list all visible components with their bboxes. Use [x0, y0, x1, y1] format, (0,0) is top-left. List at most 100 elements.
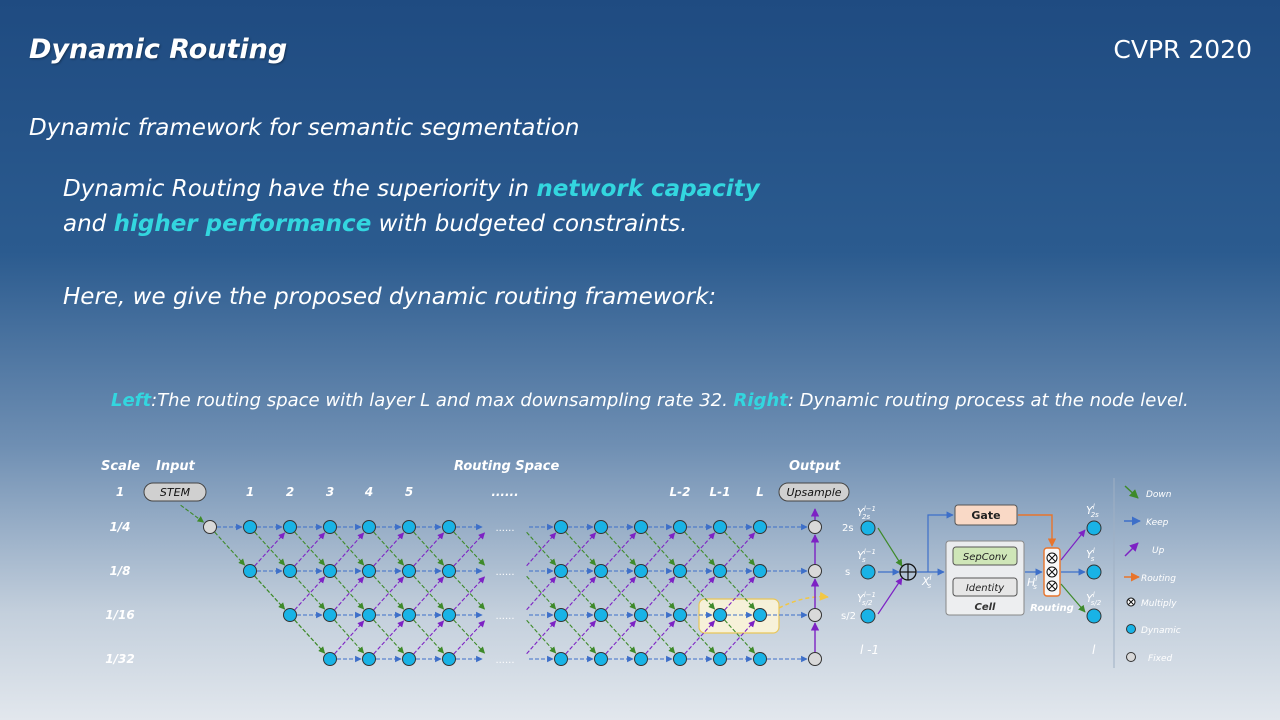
layer-label: 4 [364, 485, 373, 499]
upsample-label: Upsample [786, 486, 841, 499]
dynamic-node [243, 564, 257, 578]
prev-node-s-half [860, 608, 876, 624]
dynamic-node [402, 652, 416, 666]
dynamic-node [634, 608, 648, 622]
gate-label: Gate [971, 509, 1000, 522]
input-fixed-node [203, 520, 217, 534]
down-arrow [565, 575, 597, 610]
legend-fixed-label: Fixed [1148, 654, 1173, 664]
down-arrow [684, 531, 716, 566]
legend-up-label: Up [1152, 546, 1165, 556]
layer-label: L [756, 485, 764, 499]
output-fixed-node [808, 564, 822, 578]
right-up-arrow [877, 577, 903, 615]
down-arrow [645, 575, 676, 610]
dynamic-node [713, 652, 727, 666]
stem-label: STEM [160, 486, 191, 499]
up-arrow [413, 576, 445, 611]
up-arrow [373, 620, 405, 655]
dynamic-node [362, 564, 376, 578]
up-arrow [565, 576, 597, 611]
down-arrow [724, 531, 756, 566]
up-arrow [453, 620, 485, 655]
up-arrow [605, 620, 637, 655]
dynamic-node [673, 564, 687, 578]
legend-routing-label: Routing [1141, 574, 1176, 584]
gate-routing-arrow [1018, 514, 1057, 547]
dynamic-node [283, 520, 297, 534]
legend-dynamic-label: Dynamic [1141, 626, 1181, 636]
multiply-icons [1046, 552, 1058, 592]
legend-keep-label: Keep [1146, 518, 1169, 528]
down-arrow [453, 575, 485, 610]
dynamic-node [594, 520, 608, 534]
dynamic-node [753, 520, 767, 534]
down-arrow [684, 619, 716, 654]
framework-intro: Here, we give the proposed dynamic routi… [63, 284, 717, 310]
identity-box [952, 577, 1018, 597]
up-arrow [334, 620, 365, 655]
dynamic-node [594, 564, 608, 578]
down-arrow [180, 504, 205, 523]
output-header: Output [789, 459, 841, 474]
up-arrow [334, 532, 365, 567]
dynamic-node [402, 520, 416, 534]
dynamic-node [402, 564, 416, 578]
down-arrow [373, 575, 405, 610]
up-arrow [334, 576, 365, 611]
dynamic-node [753, 652, 767, 666]
zoom-link-arrow [778, 591, 829, 609]
multiply-icon-x [1048, 554, 1056, 562]
down-arrow [526, 619, 557, 654]
slide-subtitle: Dynamic framework for semantic segmentat… [29, 115, 580, 141]
slide-title: Dynamic Routing [29, 34, 288, 65]
up-arrow [526, 620, 557, 655]
up-arrow [373, 576, 405, 611]
dynamic-node [323, 564, 337, 578]
dynamic-node [402, 608, 416, 622]
dynamic-node [713, 564, 727, 578]
layer-label: 5 [405, 485, 413, 499]
next-node-2s [1086, 520, 1102, 536]
scale-label: 1/4 [109, 520, 130, 534]
dynamic-node [362, 608, 376, 622]
down-arrow [645, 531, 676, 566]
down-arrow [413, 575, 445, 610]
caption-left-label: Left [111, 390, 152, 411]
down-arrow [334, 575, 365, 610]
scale-label: 1 [116, 485, 124, 499]
cell-label: Cell [975, 602, 997, 613]
legend-multiply-label: Multiply [1141, 599, 1177, 609]
scale-header: Scale [101, 459, 140, 474]
down-arrow [413, 619, 445, 654]
figure-caption: Left:The routing space with layer L and … [111, 390, 1189, 411]
up-arrow [605, 532, 637, 567]
row-ellipsis: ...... [495, 523, 514, 534]
dynamic-node [673, 520, 687, 534]
down-arrow [214, 531, 246, 566]
up-arrow [645, 532, 676, 567]
routing-label: Routing [1030, 603, 1074, 614]
up-arrow [684, 532, 716, 567]
legend-dynamic-icon [1126, 624, 1136, 634]
sepconv-label: SepConv [963, 552, 1008, 563]
up-arrow [526, 532, 557, 567]
down-arrow [453, 531, 485, 566]
venue-label: CVPR 2020 [1113, 35, 1252, 64]
summary-text-2: and [63, 211, 114, 237]
dynamic-node [283, 608, 297, 622]
row-ellipsis: ...... [495, 655, 514, 666]
caption-right-label: Right [733, 390, 788, 411]
up-arrow [724, 532, 756, 567]
next-node-s [1086, 564, 1102, 580]
up-arrow [645, 620, 676, 655]
dynamic-node [362, 652, 376, 666]
summary-text-1: Dynamic Routing have the superiority in [63, 176, 537, 202]
caption-left-text: :The routing space with layer L and max … [151, 390, 734, 411]
down-arrow [526, 575, 557, 610]
dynamic-node [634, 564, 648, 578]
down-arrow [565, 531, 597, 566]
